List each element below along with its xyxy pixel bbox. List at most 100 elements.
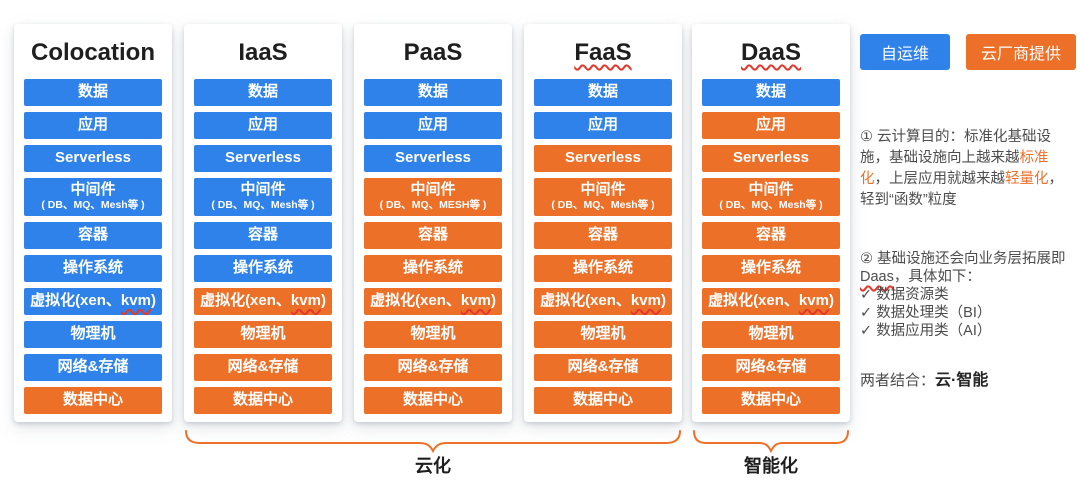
- layer-label: 数据中心: [232, 391, 293, 409]
- checklist-item-label: 数据资源类: [876, 287, 949, 303]
- layer-label: 操作系统: [740, 259, 801, 277]
- layer-row-colocation-3: 中间件( DB、MQ、Mesh等 ): [24, 178, 162, 216]
- text-segment: ): [828, 292, 834, 310]
- layer-label: 网络&存储: [397, 358, 469, 376]
- layer-row-colocation-1: 应用: [24, 112, 162, 139]
- layer-label: 数据中心: [572, 391, 633, 409]
- column-title-paas: PaaS: [364, 38, 502, 67]
- layer-row-daas-6: 虚拟化(xen、kvm): [702, 288, 840, 315]
- layer-label: 容器: [77, 226, 108, 244]
- layer-label: 中间件: [748, 180, 794, 198]
- text-segment: 虚拟化(xen、: [30, 292, 121, 310]
- layer-label: 应用: [755, 116, 786, 134]
- layer-label: 数据中心: [62, 391, 123, 409]
- layer-label: 应用: [587, 116, 618, 134]
- layer-sublabel: ( DB、MQ、Mesh等 ): [41, 199, 145, 212]
- layer-label: 物理机: [580, 325, 626, 343]
- layer-row-iaas-6: 虚拟化(xen、kvm): [194, 288, 332, 315]
- layer-row-colocation-5: 操作系统: [24, 255, 162, 282]
- layer-row-colocation-8: 网络&存储: [24, 354, 162, 381]
- layer-label: 容器: [755, 226, 786, 244]
- layer-row-faas-8: 网络&存储: [534, 354, 672, 381]
- layer-label: 数据: [77, 83, 108, 101]
- column-title-label: DaaS: [740, 39, 802, 66]
- layer-row-colocation-0: 数据: [24, 79, 162, 106]
- brace-cloudification: [184, 429, 682, 453]
- layer-row-faas-1: 应用: [534, 112, 672, 139]
- right-panel: 自运维 云厂商提供 ① 云计算目的：标准化基础设施，基础设施向上越来越标准化，上…: [860, 34, 1076, 390]
- layer-label: 虚拟化(xen、kvm): [30, 293, 156, 310]
- layer-label: 应用: [417, 116, 448, 134]
- layer-row-faas-0: 数据: [534, 79, 672, 106]
- layer-row-iaas-0: 数据: [194, 79, 332, 106]
- note-daas-expansion: ② 基础设施还会向业务层拓展即Daas，具体如下： ✓ 数据资源类✓ 数据处理类…: [860, 250, 1076, 340]
- layer-row-paas-8: 网络&存储: [364, 354, 502, 381]
- layer-row-paas-9: 数据中心: [364, 387, 502, 414]
- layer-label: 操作系统: [232, 259, 293, 277]
- layer-label: 数据: [417, 83, 448, 101]
- column-title-label: IaaS: [238, 39, 288, 66]
- legend-vendor-provided: 云厂商提供: [966, 34, 1076, 70]
- check-icon: ✓: [860, 305, 877, 321]
- layer-label: 物理机: [748, 325, 794, 343]
- layer-row-faas-3: 中间件( DB、MQ、Mesh等 ): [534, 178, 672, 216]
- layer-label: 中间件: [410, 180, 456, 198]
- layer-row-paas-4: 容器: [364, 222, 502, 249]
- layer-label: 物理机: [240, 325, 286, 343]
- checklist-item-label: 数据应用类（AI）: [876, 323, 992, 339]
- spellcheck-squiggle: kvm: [630, 292, 661, 310]
- legend: 自运维 云厂商提供: [860, 34, 1076, 70]
- layer-label: 虚拟化(xen、kvm): [200, 293, 326, 310]
- check-icon: ✓: [860, 287, 877, 303]
- note-cloud-purpose: ① 云计算目的：标准化基础设施，基础设施向上越来越标准化，上层应用就越来越轻量化…: [860, 127, 1076, 211]
- layer-row-paas-3: 中间件( DB、MQ、MESH等 ): [364, 178, 502, 216]
- layer-row-iaas-8: 网络&存储: [194, 354, 332, 381]
- layer-label: 虚拟化(xen、kvm): [370, 293, 496, 310]
- layer-label: 操作系统: [572, 259, 633, 277]
- layer-label: Serverless: [225, 149, 301, 167]
- column-title-label: PaaS: [403, 39, 463, 66]
- layer-label: 容器: [587, 226, 618, 244]
- layer-label: 容器: [417, 226, 448, 244]
- layer-row-colocation-7: 物理机: [24, 321, 162, 348]
- text-segment: 虚拟化(xen、: [540, 292, 631, 310]
- layer-label: 物理机: [410, 325, 456, 343]
- column-title-daas: DaaS: [702, 38, 840, 67]
- text-segment: 虚拟化(xen、: [370, 292, 461, 310]
- layer-label: 数据中心: [402, 391, 463, 409]
- layer-label: Serverless: [55, 149, 131, 167]
- layer-row-iaas-4: 容器: [194, 222, 332, 249]
- layer-label: 操作系统: [402, 259, 463, 277]
- text-segment: ): [150, 292, 156, 310]
- conclusion-prefix: 两者结合：: [860, 372, 936, 389]
- text-segment: ，具体如下：: [893, 269, 981, 285]
- layer-row-faas-9: 数据中心: [534, 387, 672, 414]
- checklist-item: ✓ 数据应用类（AI）: [860, 322, 1076, 340]
- spellcheck-squiggle: kvm: [290, 292, 321, 310]
- layer-label: 中间件: [70, 180, 116, 198]
- layer-row-faas-5: 操作系统: [534, 255, 672, 282]
- note-daas-checklist: ✓ 数据资源类✓ 数据处理类（BI）✓ 数据应用类（AI）: [860, 286, 1076, 340]
- layer-label: 虚拟化(xen、kvm): [708, 293, 834, 310]
- layer-row-faas-6: 虚拟化(xen、kvm): [534, 288, 672, 315]
- text-segment: 轻量化: [1005, 171, 1049, 187]
- layer-label: 数据: [587, 83, 618, 101]
- layer-label: Serverless: [565, 149, 641, 167]
- layer-row-faas-2: Serverless: [534, 145, 672, 172]
- layer-label: 中间件: [240, 180, 286, 198]
- layer-label: 网络&存储: [227, 358, 299, 376]
- checklist-item: ✓ 数据处理类（BI）: [860, 304, 1076, 322]
- layer-label: 物理机: [70, 325, 116, 343]
- brace-intelligence: [692, 429, 850, 453]
- text-segment: 虚拟化(xen、: [708, 292, 799, 310]
- layer-label: 网络&存储: [567, 358, 639, 376]
- check-icon: ✓: [860, 323, 877, 339]
- text-segment: ): [490, 292, 496, 310]
- layer-row-iaas-1: 应用: [194, 112, 332, 139]
